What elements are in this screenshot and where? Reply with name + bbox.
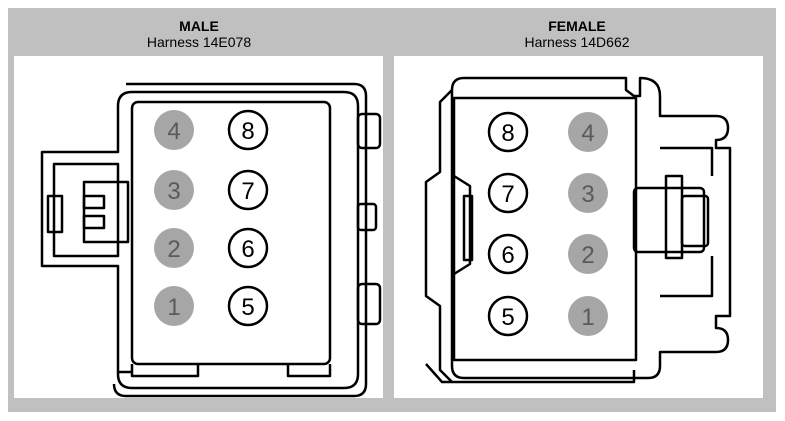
- male-pin-5: [227, 285, 269, 327]
- male-filled-pins: 4 3 2 1: [154, 110, 194, 326]
- male-pin-8-label: 8: [241, 118, 254, 145]
- male-key-bottom: [356, 282, 382, 326]
- female-title: FEMALE: [548, 18, 606, 34]
- male-pin-1: [154, 286, 194, 326]
- male-latch-tab: [46, 194, 64, 234]
- female-inner-cavity: [452, 96, 638, 362]
- male-pin-3-label: 3: [167, 178, 180, 205]
- male-pin-2-label: 2: [167, 236, 180, 263]
- male-bottom-tab-right: [286, 364, 332, 378]
- female-pin-3: [568, 173, 608, 213]
- male-pin-1-label: 1: [167, 294, 180, 321]
- male-pin-7-label: 7: [241, 178, 254, 205]
- male-title: MALE: [179, 18, 219, 34]
- male-latch-slot-bottom: [82, 214, 106, 230]
- male-pin-4: [154, 110, 194, 150]
- female-bottom-base: [425, 363, 636, 384]
- male-connector-panel: 4 3 2 1 8 7 6 5: [14, 56, 383, 398]
- female-pin-6-label: 6: [501, 242, 514, 269]
- female-harness-label: Harness 14D662: [524, 34, 630, 50]
- male-pin-8: [227, 109, 269, 151]
- male-inner-cavity: [130, 100, 332, 366]
- female-pin-8-label: 8: [501, 120, 514, 147]
- male-pin-2: [154, 228, 194, 268]
- female-left-slot: [453, 174, 472, 276]
- female-pin-7: [487, 172, 529, 214]
- female-pin-7-label: 7: [501, 181, 514, 208]
- female-pin-5: [487, 295, 529, 337]
- male-key-middle: [356, 202, 378, 232]
- female-pin-4: [568, 112, 608, 152]
- female-open-pins: [487, 111, 529, 337]
- female-pin-1: [568, 296, 608, 336]
- female-pin-4-label: 4: [581, 120, 594, 147]
- male-latch-frame: [52, 162, 120, 258]
- male-pin-3: [154, 170, 194, 210]
- female-connector-panel: 4 3 2 1 8 7 6 5: [394, 56, 763, 398]
- male-pin-6-label: 6: [241, 236, 254, 263]
- female-pin-8: [487, 111, 529, 153]
- male-connector-drawing: 4 3 2 1 8 7 6 5: [40, 82, 382, 398]
- male-pin-5-label: 5: [241, 294, 254, 321]
- male-outer-body: [40, 90, 360, 390]
- male-latch-slot-top: [82, 194, 106, 210]
- male-key-top: [356, 112, 382, 150]
- female-left-guide: [462, 194, 474, 262]
- female-filled-pins: 4 3 2 1: [568, 112, 608, 336]
- female-latch-cap: [680, 194, 710, 248]
- male-top-outline: [112, 82, 368, 398]
- female-latch-bottom: [660, 256, 714, 298]
- male-pin-7: [227, 169, 269, 211]
- female-latch-top: [660, 146, 714, 176]
- female-pin-2-label: 2: [581, 242, 594, 269]
- female-connector-drawing: 4 3 2 1 8 7 6 5: [424, 76, 732, 384]
- female-pin-2: [568, 234, 608, 274]
- male-latch-body: [82, 180, 130, 244]
- male-bottom-tab-left: [130, 364, 200, 378]
- female-pin-5-label: 5: [501, 304, 514, 331]
- male-pin-4-label: 4: [167, 118, 180, 145]
- female-right-latch: [632, 186, 706, 254]
- male-harness-label: Harness 14E078: [146, 34, 252, 50]
- female-pin-3-label: 3: [581, 181, 594, 208]
- male-pin-6: [227, 227, 269, 269]
- female-pin-6: [487, 233, 529, 275]
- female-pin-1-label: 1: [581, 304, 594, 331]
- male-open-pins: [227, 109, 269, 327]
- female-outer-shell: [450, 76, 732, 380]
- female-left-wing: [424, 89, 453, 383]
